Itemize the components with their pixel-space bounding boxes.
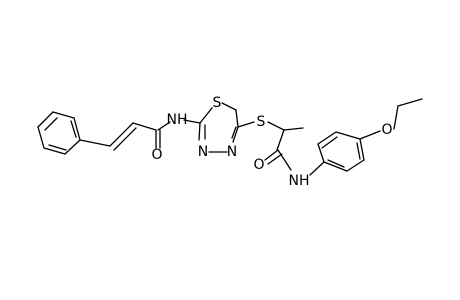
vinyl-linker	[79, 122, 157, 151]
carbonyl-o-left-label: O	[151, 147, 162, 163]
ethoxyphenyl-ring	[309, 131, 365, 176]
ether-oxygen-label: O	[381, 122, 392, 138]
ring-sulfur-label: S	[213, 95, 222, 111]
thioether-sulfur-label: S	[257, 114, 266, 130]
ring-n-right-label: N	[227, 144, 237, 160]
thioether-link	[237, 121, 285, 131]
phenyl-ring	[37, 111, 81, 155]
left-amide	[155, 119, 201, 149]
ring-n-left-label: N	[198, 144, 208, 160]
carbonyl-o-right-label: O	[253, 157, 264, 173]
amide-nh-right-label: NH	[289, 173, 310, 189]
ethoxy-group	[359, 98, 423, 140]
thiadiazole-ring	[198, 102, 239, 153]
propanamide-fragment	[264, 127, 304, 171]
amide-nh-left-label: NH	[167, 112, 188, 128]
